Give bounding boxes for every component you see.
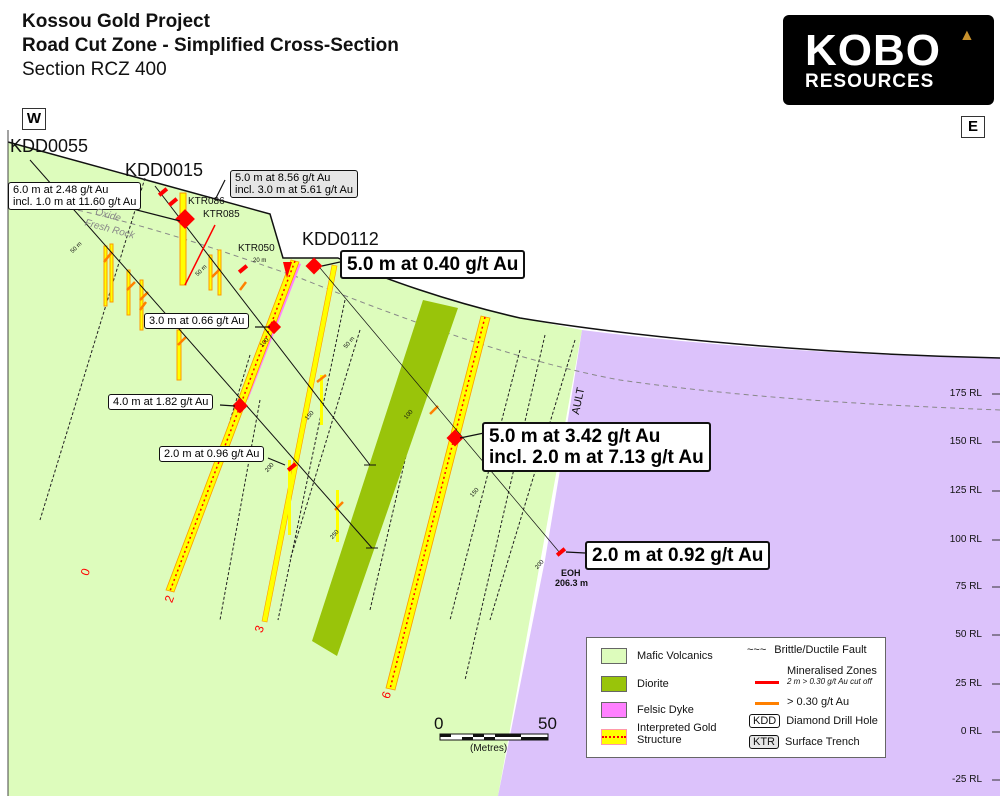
scale-fifty: 50: [538, 714, 557, 733]
rl-label: 150 RL: [949, 436, 982, 447]
legend-mineralised: Mineralised Zones: [787, 665, 877, 677]
scale-unit: (Metres): [470, 743, 508, 754]
title-zone: Road Cut Zone - Simplified Cross-Section: [22, 35, 399, 56]
hole-kdd0055: KDD0055: [10, 136, 89, 156]
legend-diorite: Diorite: [637, 678, 669, 690]
legend-orange: > 0.30 g/t Au: [787, 696, 850, 708]
oxide-boundary: [24, 199, 1000, 411]
drill-holes: [29, 159, 561, 554]
trench-ktr086: KTR086: [188, 196, 225, 207]
title-section: Section RCZ 400: [22, 59, 167, 80]
kobo-logo: KOBO▲ RESOURCES: [783, 15, 994, 105]
title-project: Kossou Gold Project: [22, 11, 210, 32]
legend-mineralised-note: 2 m > 0.30 g/t Au cut off: [787, 677, 872, 686]
legend: Mafic Volcanics Diorite Felsic Dyke Inte…: [586, 637, 886, 758]
rl-label: 100 RL: [949, 534, 982, 545]
intercept-kdd0055-1: 4.0 m at 1.82 g/t Au: [108, 394, 214, 410]
orange-intervals: [103, 251, 439, 511]
intercept-kdd0112-1: 5.0 m at 0.40 g/t Au: [340, 250, 526, 279]
rl-label: 25 RL: [955, 678, 982, 689]
scale-bar: [439, 733, 549, 741]
rl-label: 125 RL: [949, 485, 982, 496]
east-label: E: [961, 116, 985, 138]
legend-mafic: Mafic Volcanics: [637, 650, 713, 662]
map-title: Kossou Gold Project Road Cut Zone - Simp…: [22, 10, 399, 82]
hole-kdd0112: KDD0112: [302, 229, 379, 249]
rl-label: -25 RL: [951, 774, 982, 785]
eoh-label: EOH: [561, 568, 581, 578]
intercept-kdd0112-3: 2.0 m at 0.92 g/t Au: [585, 541, 771, 570]
hole-kdd0015: KDD0015: [125, 160, 204, 180]
rl-label: 175 RL: [949, 388, 982, 399]
trench-ktr050: KTR050: [238, 243, 275, 254]
depth-tick: 20 m: [253, 258, 267, 264]
eoh-depth: 206.3 m: [555, 578, 589, 588]
legend-felsic: Felsic Dyke: [637, 704, 694, 716]
scale-zero: 0: [434, 714, 444, 733]
intercept-kdd0015-2: 3.0 m at 0.66 g/t Au: [144, 313, 250, 329]
rl-label: 0 RL: [960, 726, 982, 737]
west-label: W: [22, 108, 46, 130]
rl-label: 50 RL: [955, 629, 982, 640]
mineralised-zones: [157, 187, 567, 557]
legend-fault: ~~~Brittle/Ductile Fault: [747, 644, 867, 656]
gold-structures: [103, 192, 491, 691]
trench-ktr085: [184, 224, 216, 286]
rl-label: 75 RL: [955, 581, 982, 592]
intercept-kdd0055-2: 2.0 m at 0.96 g/t Au: [159, 446, 265, 462]
trench-ktr085-label: KTR085: [203, 209, 240, 220]
